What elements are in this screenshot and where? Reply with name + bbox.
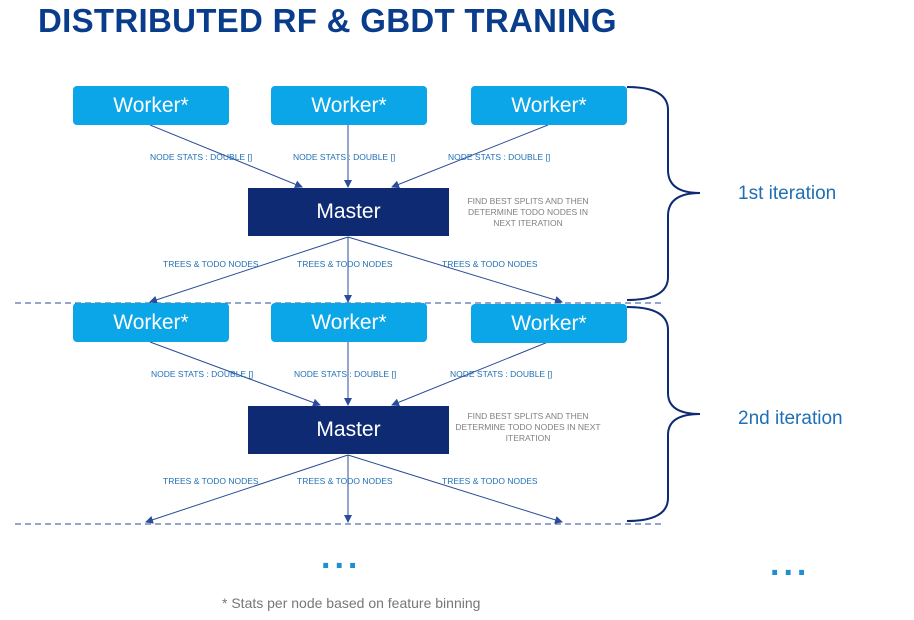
node-stats-label: NODE STATS : DOUBLE []	[150, 152, 253, 162]
page-title: DISTRIBUTED RF & GBDT TRANING	[38, 2, 617, 39]
arrow-worker1-master1	[149, 124, 303, 189]
iteration-label-2: 2nd iteration	[738, 408, 843, 429]
arrow-worker6-master2	[391, 341, 549, 407]
trees-todo-label: TREES & TODO NODES	[163, 259, 259, 269]
arrow-master2-out3	[347, 454, 563, 524]
node-stats-label: NODE STATS : DOUBLE []	[450, 369, 553, 379]
node-stats-label: NODE STATS : DOUBLE []	[294, 369, 397, 379]
node-stats-label: NODE STATS : DOUBLE []	[293, 152, 396, 162]
worker-node: Worker*	[73, 86, 229, 125]
worker-node: Worker*	[73, 303, 229, 342]
worker-node: Worker*	[471, 86, 627, 125]
arrow-worker4-master2	[149, 341, 321, 407]
master-note: FIND BEST SPLITS AND THEN DETERMINE TODO…	[467, 196, 589, 228]
trees-todo-label: TREES & TODO NODES	[442, 259, 538, 269]
arrow-master1-worker1	[149, 236, 349, 304]
master-node: Master	[248, 406, 449, 454]
node-stats-label: NODE STATS : DOUBLE []	[448, 152, 551, 162]
trees-todo-label: TREES & TODO NODES	[297, 476, 393, 486]
continuation-ellipsis: ...	[321, 538, 362, 576]
master-note: FIND BEST SPLITS AND THEN DETERMINE TODO…	[455, 411, 601, 443]
trees-todo-label: TREES & TODO NODES	[297, 259, 393, 269]
worker-node: Worker*	[271, 303, 427, 342]
arrow-master2-out1	[145, 454, 349, 524]
footnote: * Stats per node based on feature binnin…	[222, 595, 481, 611]
arrow-worker3-master1	[391, 124, 549, 189]
bracket-iteration-2	[626, 306, 701, 522]
iteration-label-1: 1st iteration	[738, 183, 837, 204]
arrow-master1-worker3	[347, 236, 563, 304]
bracket-iteration-1	[626, 86, 701, 301]
trees-todo-label: TREES & TODO NODES	[163, 476, 259, 486]
master-node: Master	[248, 188, 449, 236]
worker-node: Worker*	[271, 86, 427, 125]
node-stats-label: NODE STATS : DOUBLE []	[151, 369, 254, 379]
trees-todo-label: TREES & TODO NODES	[442, 476, 538, 486]
continuation-ellipsis-right: ...	[770, 545, 811, 583]
worker-node: Worker*	[471, 304, 627, 343]
